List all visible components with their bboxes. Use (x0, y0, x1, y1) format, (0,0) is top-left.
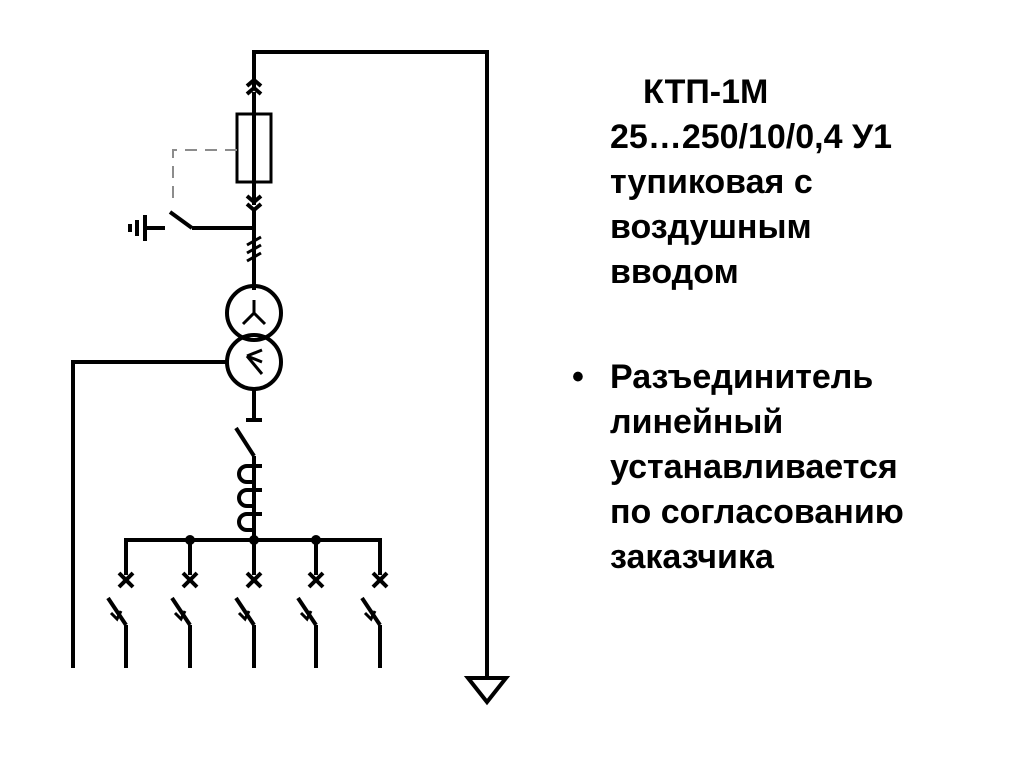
feeder-breaker-icon (170, 540, 199, 668)
bullet-line: устанавливается (610, 448, 898, 486)
bullet-line: линейный (610, 403, 784, 441)
plug-connector-top-icon (245, 77, 263, 114)
title-line: вводом (610, 253, 739, 291)
three-phase-mark-icon (246, 235, 262, 263)
left-output-line (71, 360, 227, 668)
bullet-mark-icon: • (572, 358, 584, 396)
lv-disconnector-icon (234, 389, 262, 458)
title-block: КТП-1М 25…250/10/0,4 У1 тупиковая с возд… (610, 70, 1020, 295)
feeder-breaker-icon (106, 540, 135, 668)
current-transformer-icon (237, 456, 262, 540)
bullet-line: по согласованию (610, 493, 904, 531)
plug-connector-bottom-icon (245, 182, 263, 213)
bullet-line: Разъединитель (610, 358, 874, 396)
ground-terminal-icon (463, 676, 511, 706)
earthing-switch-icon (128, 210, 256, 290)
transformer-icon (225, 284, 283, 391)
mechanical-link-dashed (172, 149, 237, 205)
feeder-breaker-icon (296, 540, 325, 668)
bullet-point: • Разъединитель линейный устанавливается… (572, 355, 1020, 580)
bullet-line: заказчика (610, 538, 774, 576)
title-line: 25…250/10/0,4 У1 (610, 118, 893, 156)
feeder-breaker-icon (360, 540, 389, 668)
title-line: тупиковая с (610, 163, 813, 201)
input-overhead-line (252, 50, 489, 678)
single-line-schematic (71, 50, 511, 706)
feeder-breaker-icon (234, 540, 263, 668)
title-line: КТП-1М (643, 73, 769, 111)
title-line: воздушным (610, 208, 812, 246)
